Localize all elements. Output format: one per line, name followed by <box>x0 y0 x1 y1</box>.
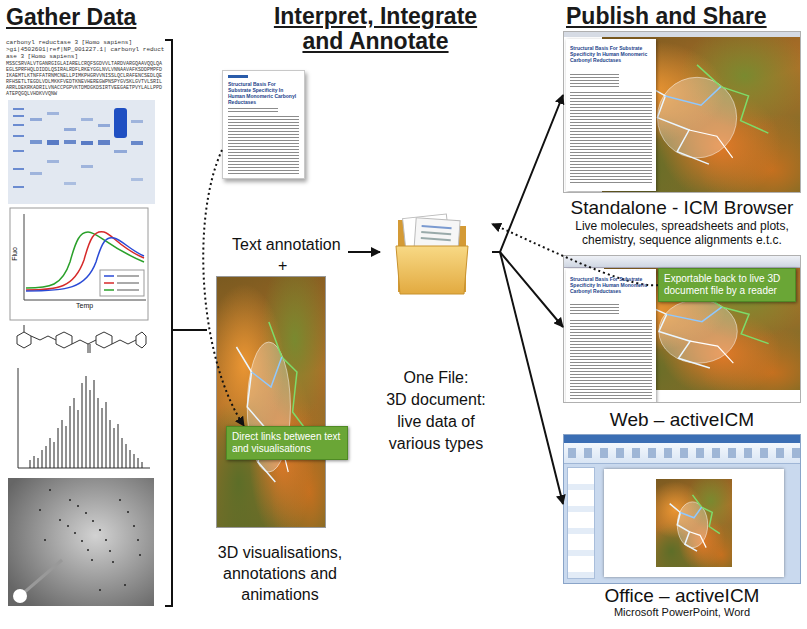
mass-spectrum <box>18 368 150 468</box>
flow-arrow <box>348 251 380 253</box>
sequence-header: carbonyl reductase 3 [Homo sapiens] <box>6 39 166 46</box>
text-lines <box>570 92 652 184</box>
flow-arrow <box>492 252 563 327</box>
link-callout: Direct links between text and visualisat… <box>226 426 348 460</box>
molecule-sticks <box>217 277 325 527</box>
paper-title: Structural Basis For Substrate Specifici… <box>228 81 299 105</box>
molecule-render <box>656 479 732 567</box>
node-caption: 3D visualisations, annotations and anima… <box>210 542 350 605</box>
output-panel: Office – activeICMMicrosoft PowerPoint, … <box>563 434 801 619</box>
callout-text: Direct links between text and visualisat… <box>232 431 342 455</box>
plus-sign: + <box>278 258 292 274</box>
node-caption: Text annotation <box>222 236 348 254</box>
panel-caption: Web – activeICM <box>563 409 801 431</box>
flow-arrow <box>492 252 563 504</box>
panel-caption: Office – activeICM <box>563 586 801 606</box>
title-bar <box>564 435 800 443</box>
callout-text: Exportable back to live 3D document file… <box>664 273 790 297</box>
text-lines <box>570 304 619 316</box>
node-caption: 3D document: live data of various types <box>381 389 491 455</box>
text-document: Structural Basis For Substrate Specifici… <box>222 70 348 254</box>
paper-page: Structural Basis For Substrate Specifici… <box>222 70 305 179</box>
column-heading: Publish and Share <box>566 4 801 29</box>
node-caption: One File: <box>380 367 492 389</box>
browser-toolbar <box>564 256 800 268</box>
sequence-text: MSSCSRVALVTGANRGIGLAIARELCRQFSGDVVLTARDV… <box>6 61 164 97</box>
document-file: One File:3D document: live data of vario… <box>380 210 492 455</box>
diffraction-image <box>8 478 154 606</box>
panel-caption: Standalone - ICM Browser <box>563 197 801 219</box>
slide <box>604 469 784 577</box>
screenshot <box>563 434 801 584</box>
gel-image <box>8 100 155 204</box>
export-callout: Exportable back to live 3D document file… <box>658 268 796 302</box>
molecule-sticks <box>656 479 732 567</box>
axis-label: Fluo <box>11 243 19 265</box>
ribbon <box>564 443 800 464</box>
sequence-header: >gi|4502601|ref|NP_001227.1| carbonyl re… <box>6 46 166 60</box>
panel-subcaption: Microsoft PowerPoint, Word <box>568 606 796 619</box>
text-lines <box>228 108 278 113</box>
axis-label: Temp <box>76 302 106 310</box>
output-panel: Standalone - ICM BrowserLive molecules, … <box>563 31 801 247</box>
panel-subcaption: Live molecules, spreadsheets and plots, … <box>568 219 796 247</box>
paper-title: Structural Basis For Substrate Specifici… <box>570 45 650 63</box>
bracket <box>165 40 207 606</box>
molecule-render <box>216 276 326 528</box>
slide-pane <box>567 467 595 579</box>
column-heading: Interpret, Integrate and Annotate <box>263 4 488 54</box>
visualisation-panel: 3D visualisations, annotations and anima… <box>210 276 350 605</box>
melting-curve-chart <box>10 208 148 320</box>
folder-icon <box>394 210 470 298</box>
flow-arrow <box>492 95 563 252</box>
text-lines <box>228 116 299 174</box>
journal-logo <box>228 75 248 78</box>
text-lines <box>570 320 652 400</box>
column-heading: Gather Data <box>6 5 176 30</box>
paper-title: Structural Basis For Substrate Specifici… <box>570 276 650 294</box>
chemical-structure <box>17 325 146 353</box>
text-lines <box>570 74 619 88</box>
